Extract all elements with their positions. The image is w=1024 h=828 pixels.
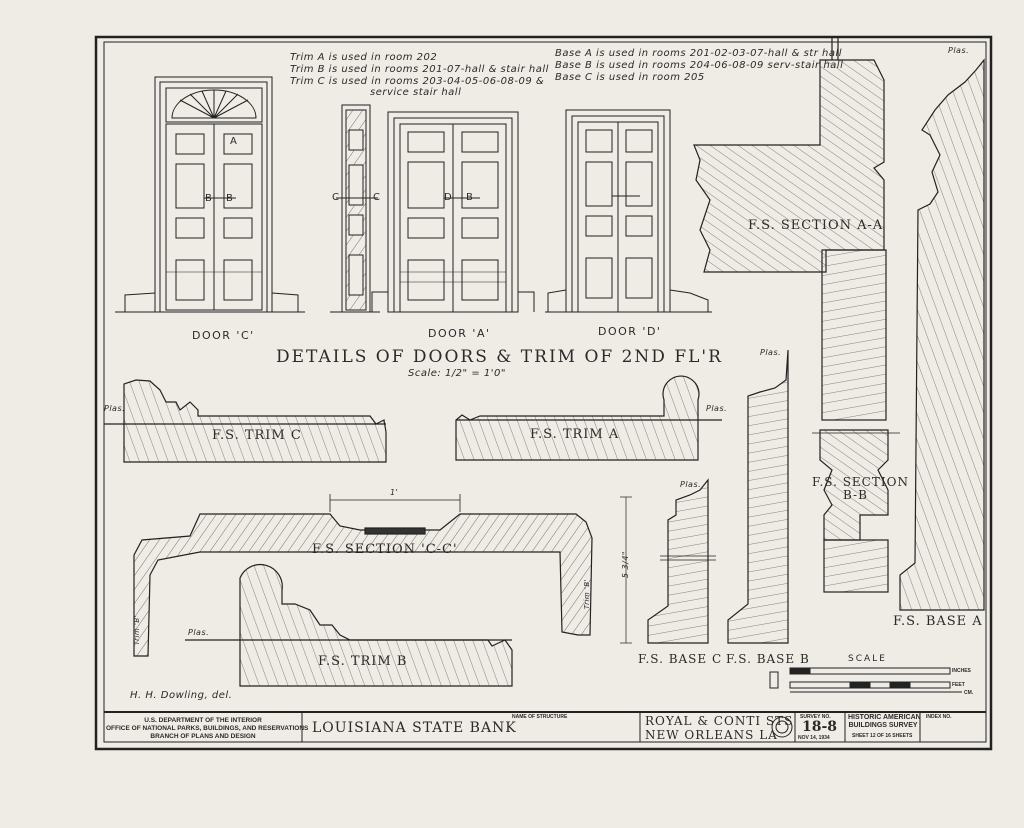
scale-cm: CM. bbox=[964, 690, 974, 696]
agency-line-2: OFFICE OF NATIONAL PARKS, BUILDINGS, AND… bbox=[106, 725, 309, 732]
trim-note-4: service stair hall bbox=[370, 87, 462, 98]
trim-note-3: Trim C is used in rooms 203-04-05-06-08-… bbox=[290, 76, 545, 87]
agency-line-1: U.S. DEPARTMENT OF THE INTERIOR bbox=[144, 717, 262, 724]
survey-date: NOV 14, 1934 bbox=[798, 735, 830, 741]
trim-b-side-dim: Trim 'B' bbox=[583, 578, 592, 610]
sheet-number: SHEET 12 OF 16 SHEETS bbox=[852, 733, 913, 739]
survey-no-label: SURVEY NO. bbox=[800, 714, 831, 720]
section-a-a bbox=[693, 38, 887, 421]
door-c-label: DOOR 'C' bbox=[192, 329, 255, 342]
outer-border bbox=[94, 35, 993, 751]
base-note-2: Base B is used in rooms 204-06-08-09 ser… bbox=[555, 60, 844, 71]
mark-a: A bbox=[230, 136, 238, 147]
base-c-section bbox=[620, 478, 716, 644]
habs-line-1: HISTORIC AMERICAN bbox=[848, 714, 921, 721]
sheet-title: DETAILS OF DOORS & TRIM OF 2ND FL'R bbox=[276, 347, 723, 367]
inner-border bbox=[103, 41, 987, 743]
graphic-scale bbox=[769, 667, 962, 693]
section-bb-label-1: F.S. SECTION bbox=[812, 475, 909, 489]
door-a-label: DOOR 'A' bbox=[428, 327, 491, 340]
structure-name: LOUISIANA STATE BANK bbox=[312, 720, 517, 736]
base-b-section bbox=[727, 349, 789, 644]
scale-feet: FEET bbox=[952, 682, 965, 688]
door-d-elevation bbox=[545, 109, 712, 313]
base-a-label: F.S. BASE A bbox=[893, 614, 983, 629]
plas-base-a: Plas. bbox=[948, 46, 970, 55]
plas-base-b: Plas. bbox=[760, 348, 782, 357]
agency-line-3: BRANCH OF PLANS AND DESIGN bbox=[150, 733, 256, 740]
trim-a-label: F.S. TRIM A bbox=[530, 427, 620, 442]
door-c-elevation bbox=[115, 76, 305, 313]
plas-trim-c: Plas. bbox=[104, 404, 126, 413]
delineator: H. H. Dowling, del. bbox=[130, 690, 233, 701]
trim-b-label: F.S. TRIM B bbox=[318, 654, 408, 669]
plas-trim-b: Plas. bbox=[188, 628, 210, 637]
door-a-side-section bbox=[330, 104, 380, 313]
base-c-label: F.S. BASE C bbox=[638, 652, 723, 666]
structure-name-label: NAME OF STRUCTURE bbox=[512, 714, 568, 720]
habs-line-2: BUILDINGS SURVEY bbox=[848, 722, 918, 729]
base-b-label: F.S. BASE B bbox=[726, 652, 810, 666]
trim-note-2: Trim B is used in rooms 201-07-hall & st… bbox=[290, 64, 549, 75]
cc-width-dim: 1' bbox=[390, 488, 399, 497]
scale-inches: INCHES bbox=[952, 668, 971, 674]
survey-no: 18-8 bbox=[802, 719, 838, 735]
trim-b-section bbox=[185, 563, 513, 687]
location-line-2: NEW ORLEANS LA bbox=[645, 728, 778, 742]
mark-b2: B bbox=[226, 193, 234, 204]
location-line-1: ROYAL & CONTI STS bbox=[645, 714, 794, 728]
section-aa-label: F.S. SECTION A-A bbox=[748, 218, 884, 233]
door-a-elevation bbox=[371, 111, 535, 313]
index-no-label: INDEX NO. bbox=[926, 714, 952, 720]
plas-trim-a: Plas. bbox=[706, 404, 728, 413]
trim-c-section bbox=[104, 379, 387, 463]
mark-c2: C bbox=[373, 192, 381, 203]
mark-c1: C bbox=[332, 192, 340, 203]
section-bb-label-2: B-B bbox=[843, 488, 868, 502]
base-c-height-dim: 5 3/4" bbox=[621, 550, 631, 579]
mark-d2: B bbox=[466, 192, 474, 203]
section-b-b bbox=[812, 429, 900, 593]
section-c-c bbox=[133, 494, 593, 657]
scale-label: SCALE bbox=[848, 654, 887, 664]
title-block-lines bbox=[104, 711, 986, 742]
trim-a-section bbox=[455, 375, 722, 461]
trim-b-left-dim: Trim 'B' bbox=[133, 614, 142, 646]
base-a-section bbox=[899, 58, 985, 611]
section-cc-label: F.S. SECTION 'C-C' bbox=[312, 542, 458, 557]
scale-note: Scale: 1/2" = 1'0" bbox=[408, 368, 506, 379]
mark-b1: B bbox=[205, 193, 213, 204]
door-d-label: DOOR 'D' bbox=[598, 325, 662, 338]
trim-note-1: Trim A is used in room 202 bbox=[290, 52, 438, 63]
base-note-1: Base A is used in rooms 201-02-03-07-hal… bbox=[555, 48, 843, 59]
trim-c-label: F.S. TRIM C bbox=[212, 428, 302, 443]
base-note-3: Base C is used in room 205 bbox=[555, 72, 705, 83]
mark-d1: D bbox=[444, 192, 453, 203]
plas-base-c: Plas. bbox=[680, 480, 702, 489]
